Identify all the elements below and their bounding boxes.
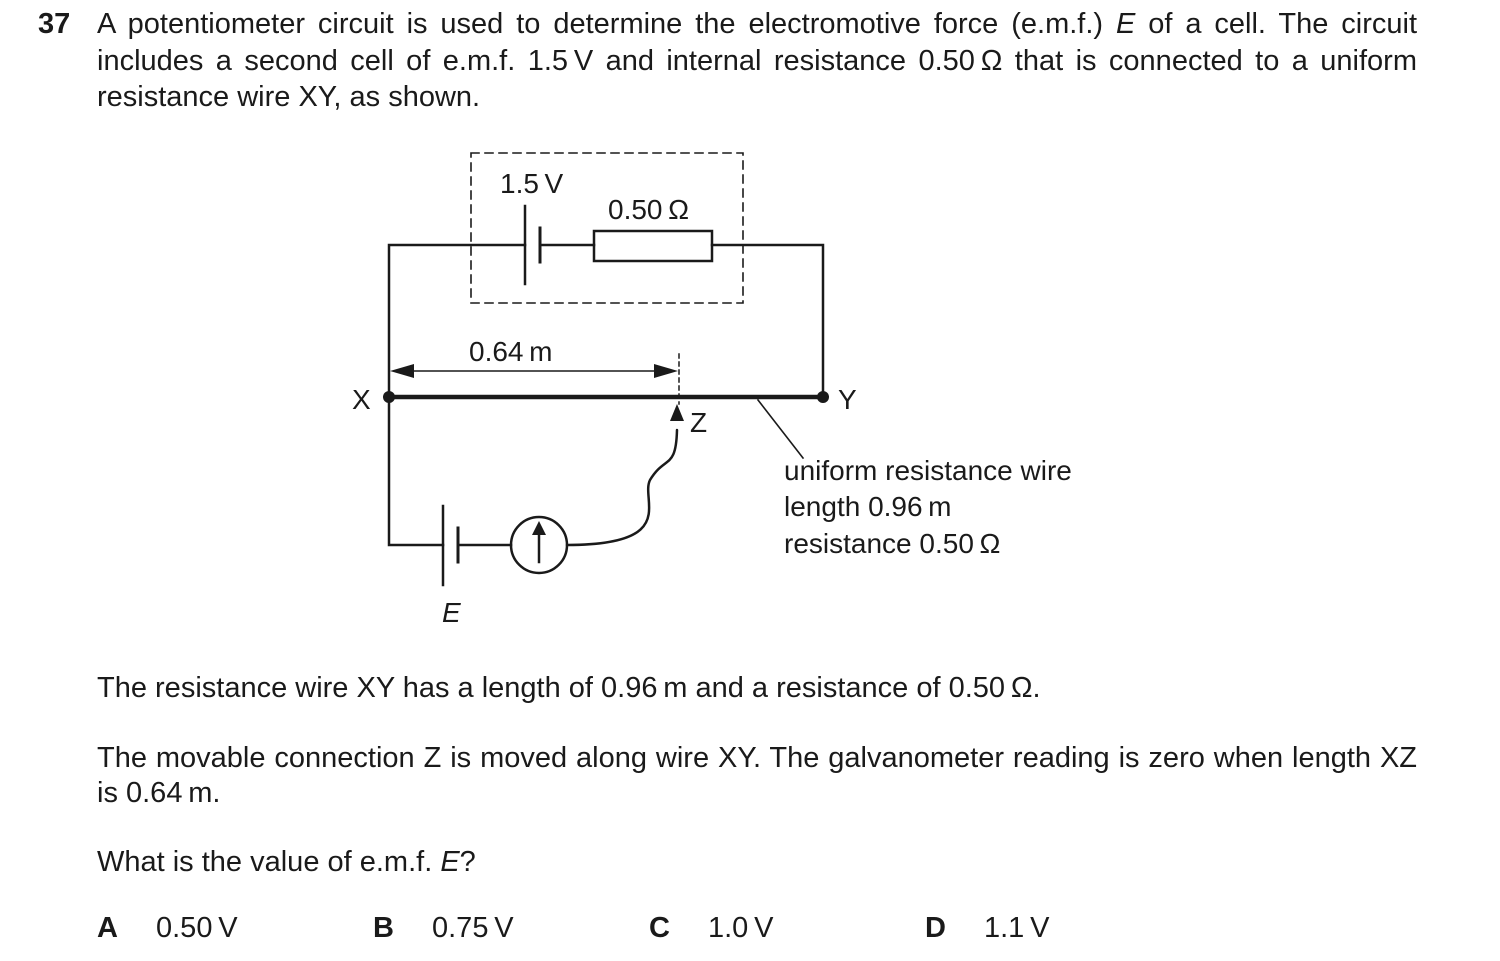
prompt-text-1: What is the value of e.m.f. [97,846,441,878]
paragraph-wire-spec: The resistance wire XY has a length of 0… [97,672,1041,704]
wire-bottom-left [387,395,445,547]
option-a-letter[interactable]: A [97,912,118,944]
node-x [383,391,395,403]
wire-top-left [387,243,527,399]
intro-text-1: A potentiometer circuit is used to deter… [97,8,1116,40]
intro-text-2: of a cell. The circuit includes a second… [97,8,1417,113]
option-b-letter[interactable]: B [373,912,394,944]
point-z-label: Z [690,407,707,438]
cell-e-label: E [442,597,461,628]
galvanometer-arrow-head [532,521,546,535]
wire-note-line-2: length 0.96 m [784,491,952,522]
z-slider-arrow-head [670,404,684,421]
wire-note-line-1: uniform resistance wire [784,455,1072,486]
galvanometer [509,515,569,575]
paragraph-movable-connection: The movable connection Z is moved along … [97,742,1417,809]
length-xz-label: 0.64 m [469,336,552,367]
option-d-letter[interactable]: D [925,912,946,944]
wire-note-line-3: resistance 0.50 Ω [784,528,1000,559]
internal-resistor-label: 0.50 Ω [608,194,689,225]
option-d-value[interactable]: 1.1 V [984,912,1050,944]
wire-top-right [710,243,825,399]
intro-emf-symbol: E [1115,8,1136,40]
prompt-emf-symbol: E [440,846,460,878]
prompt-text-2: ? [459,846,476,878]
question-number: 37 [38,8,71,40]
option-b-value[interactable]: 0.75 V [432,912,514,944]
point-y-label: Y [838,384,857,415]
length-arrow-right-head [654,364,678,378]
cell-1v5-label: 1.5 V [500,168,564,199]
internal-resistor [592,229,714,263]
wire-note-leader-line [756,398,805,460]
option-c-letter[interactable]: C [649,912,670,944]
option-a-value[interactable]: 0.50 V [156,912,238,944]
point-x-label: X [352,384,371,415]
length-arrow-left-head [390,364,414,378]
node-y [817,391,829,403]
question-intro: A potentiometer circuit is used to deter… [97,6,1417,116]
internal-resistance-dashed-box [470,152,744,304]
option-c-value[interactable]: 1.0 V [708,912,774,944]
question-prompt: What is the value of e.m.f. E? [97,845,1417,880]
flexible-lead-to-z [565,428,679,547]
